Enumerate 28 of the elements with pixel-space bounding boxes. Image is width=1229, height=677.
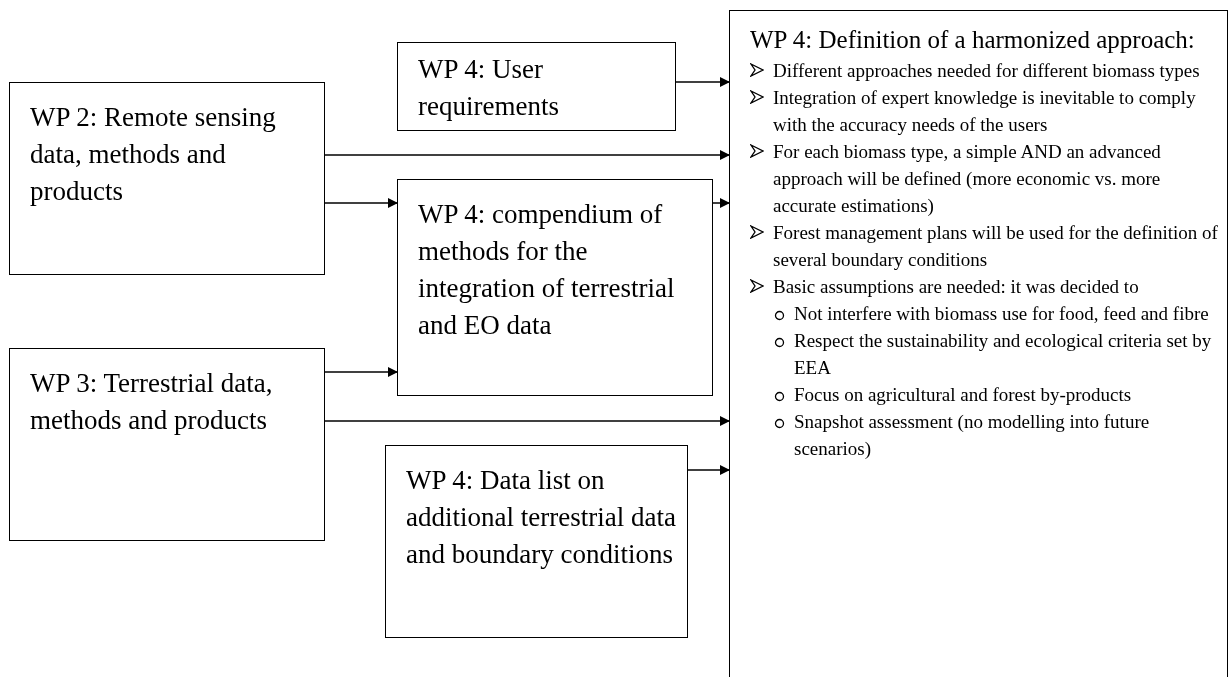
bullet-text: Not interfere with biomass use for food, feed and fibre xyxy=(794,302,1209,326)
box-text: WP 4: Data list on additional terrestrial data and boundary conditions xyxy=(406,464,677,571)
box-text: WP 4: compendium of methods for the integration of terrestrial and EO data xyxy=(418,198,676,342)
process-box xyxy=(9,348,325,541)
process-box xyxy=(385,445,688,638)
arrow xyxy=(687,465,730,475)
bullet-text: Snapshot assessment (no modelling into future scenarios) xyxy=(794,410,1151,461)
bullet-text: Different approaches needed for different biomass types xyxy=(773,59,1200,83)
bullet-text: Forest management plans will be used for the definition of several boundary conditions xyxy=(773,221,1219,272)
bullet-text: For each biomass type, a simple AND an advanced approach will be defined (more economic vs. more accurate estimations) xyxy=(773,140,1162,218)
arrow xyxy=(324,416,730,426)
arrow xyxy=(324,198,398,208)
box-text: WP 4: User requirements xyxy=(418,53,560,123)
arrow xyxy=(712,198,730,208)
box-text: WP 2: Remote sensing data, methods and products xyxy=(30,101,277,208)
bullet-text: Focus on agricultural and forest by-products xyxy=(794,383,1132,407)
arrow xyxy=(324,150,730,160)
arrow xyxy=(675,77,730,87)
bullet-text: Integration of expert knowledge is inevitable to comply with the accuracy needs of the users xyxy=(773,86,1197,137)
process-box xyxy=(9,82,325,275)
process-box xyxy=(397,179,713,396)
box-text: WP 3: Terrestrial data, methods and products xyxy=(30,367,274,437)
box-heading: WP 4: Definition of a harmonized approach: xyxy=(750,25,1196,55)
summary-box xyxy=(729,10,1228,677)
bullet-text: Respect the sustainability and ecological criteria set by EEA xyxy=(794,329,1213,380)
bullet-text: Basic assumptions are needed: it was decided to xyxy=(773,275,1139,299)
process-box xyxy=(397,42,676,131)
arrow xyxy=(324,367,398,377)
